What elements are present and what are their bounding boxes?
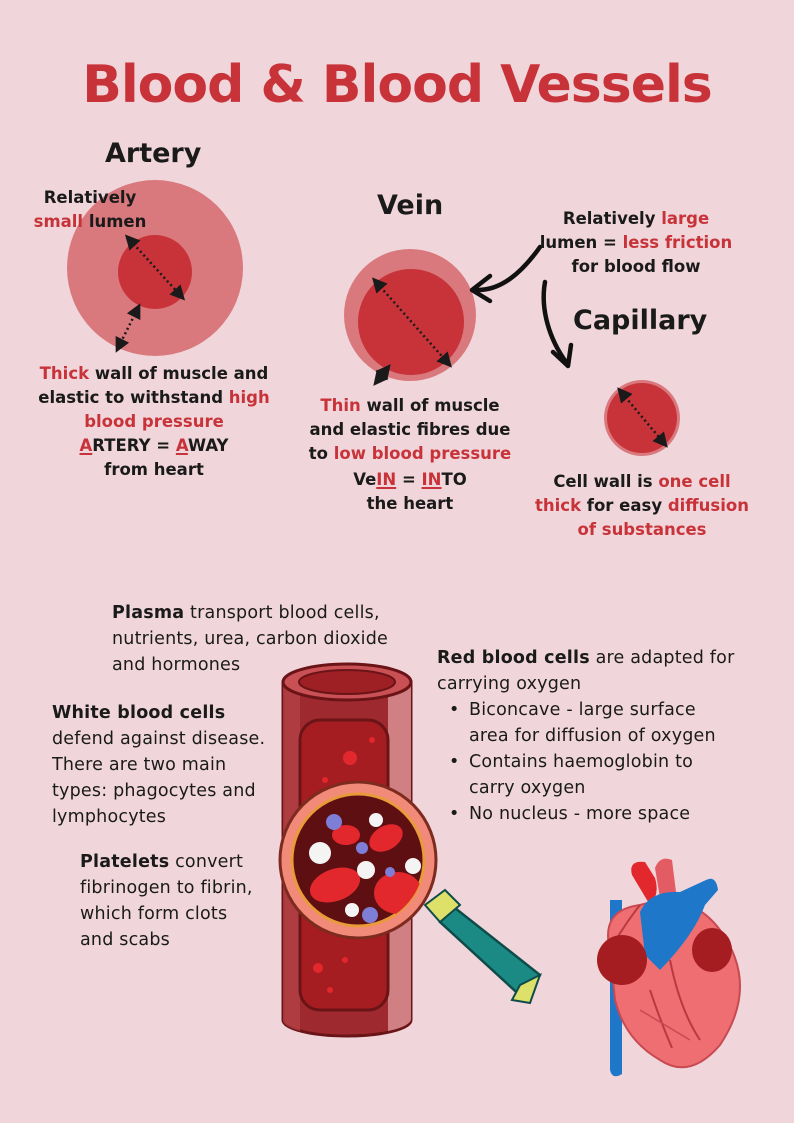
artery-lumen-line1: Relatively <box>43 188 137 207</box>
plasma-line2: nutrients, urea, carbon dioxide <box>112 629 389 649</box>
vein-less-friction: less friction <box>622 233 733 252</box>
vein-mnemonic-in2: IN <box>421 470 442 489</box>
capillary-text1: Cell wall is <box>553 472 659 491</box>
red-cells-term: Red blood cells <box>437 648 590 668</box>
artery-wall-label: Thick wall of muscle and elastic to with… <box>20 362 288 482</box>
arrow-to-capillary-head <box>550 342 574 369</box>
artery-mnemonic: ARTERY = AWAY <box>20 434 288 458</box>
magnifying-glass-icon <box>278 780 542 1005</box>
white-cells-line2: defend against disease. <box>52 729 266 749</box>
vein-low-pressure: low blood pressure <box>333 444 512 463</box>
vein-mnemonic-line2: the heart <box>366 494 454 513</box>
vein-mnemonic-a: Ve <box>353 470 377 489</box>
artery-lumen <box>118 235 192 309</box>
white-cells-term: White blood cells <box>52 703 226 723</box>
capillary-substances: of substances <box>577 520 707 539</box>
artery-blood-pressure: blood pressure <box>84 412 224 431</box>
plasma-term: Plasma <box>112 603 185 623</box>
vein-lumen-label: Relatively large lumen = less friction f… <box>530 207 742 279</box>
artery-thick: Thick <box>39 364 90 383</box>
plasma-text: Plasma transport blood cells, nutrients,… <box>112 600 422 678</box>
page-title: Blood & Blood Vessels <box>82 55 713 115</box>
capillary-label: Cell wall is one cell thick for easy dif… <box>527 470 757 542</box>
artery-wall-text2: elastic to withstand <box>38 388 229 407</box>
white-cells-line5: lymphocytes <box>52 807 167 827</box>
artery-mnemonic-a2: A <box>175 436 188 455</box>
artery-mnemonic-rest2: WAY <box>187 436 229 455</box>
vein-wall-arrow <box>373 364 391 386</box>
red-cells-bullet: Contains haemoglobin to carry oxygen <box>449 749 777 801</box>
vein-wall-text1: wall of muscle <box>360 396 500 415</box>
plasma-line3: and hormones <box>112 655 241 675</box>
artery-lumen-arrow <box>124 234 186 301</box>
vein-wall-label: Thin wall of muscle and elastic fibres d… <box>292 394 528 516</box>
vein-lumen-text2: lumen = <box>539 233 623 252</box>
red-cells-bullets: Biconcave - large surface area for diffus… <box>437 697 777 827</box>
artery-heading: Artery <box>105 138 202 169</box>
vein-mnemonic-eq: = <box>396 470 422 489</box>
vein-mnemonic-to: TO <box>441 470 467 489</box>
platelets-line2: fibrinogen to fibrin, <box>80 878 253 898</box>
white-cells-text: White blood cells defend against disease… <box>52 700 292 830</box>
white-cells-line4: types: phagocytes and <box>52 781 256 801</box>
heart-icon <box>597 858 741 1077</box>
vein-diagram <box>344 249 476 386</box>
red-cells-line2: carrying oxygen <box>437 674 582 694</box>
platelets-line1: convert <box>169 852 244 872</box>
artery-wall-text1: wall of muscle and <box>89 364 269 383</box>
vein-mnemonic: VeIN = INTO <box>292 468 528 492</box>
platelets-line3: which form clots <box>80 904 228 924</box>
arrow-to-vein-head <box>469 273 493 304</box>
vein-lumen-text3: for blood flow <box>571 257 701 276</box>
white-cells-line3: There are two main <box>52 755 227 775</box>
red-cells-text: Red blood cells are adapted for carrying… <box>437 645 777 827</box>
red-cells-line1: are adapted for <box>589 648 735 668</box>
capillary-thick: thick <box>535 496 582 515</box>
red-cells-bullet: No nucleus - more space <box>449 801 777 827</box>
bullet-line: Contains haemoglobin to <box>469 752 694 772</box>
bullet-line: area for diffusion of oxygen <box>469 726 716 746</box>
artery-lumen-label: Relatively small lumen <box>25 186 155 234</box>
plasma-line1: transport blood cells, <box>184 603 380 623</box>
vein-thin: Thin <box>320 396 361 415</box>
artery-lumen-line2: small lumen <box>25 210 155 234</box>
vein-heading: Vein <box>377 190 444 221</box>
artery-high: high <box>228 388 270 407</box>
capillary-lumen <box>607 383 677 453</box>
vein-large: large <box>661 209 710 228</box>
vein-wall-text2: and elastic fibres due <box>309 420 511 439</box>
platelets-term: Platelets <box>80 852 170 872</box>
vein-lumen-text1: Relatively <box>562 209 662 228</box>
capillary-text2: for easy <box>581 496 668 515</box>
artery-mnemonic-a1: A <box>79 436 93 455</box>
capillary-arrow <box>617 387 668 448</box>
capillary-heading: Capillary <box>573 305 708 336</box>
bullet-line: No nucleus - more space <box>469 804 691 824</box>
platelets-text: Platelets convert fibrinogen to fibrin, … <box>80 849 280 953</box>
capillary-diagram <box>604 380 680 456</box>
red-cells-bullet: Biconcave - large surface area for diffus… <box>449 697 777 749</box>
vein-mnemonic-in1: IN <box>376 470 397 489</box>
artery-mnemonic-line2: from heart <box>104 460 204 479</box>
artery-lumen-small: small <box>33 212 84 231</box>
artery-diagram <box>67 180 243 356</box>
bullet-line: Biconcave - large surface <box>469 700 696 720</box>
vein-wall-text3: to <box>308 444 334 463</box>
artery-lumen-rest: lumen <box>83 212 147 231</box>
capillary-diffusion: diffusion <box>667 496 749 515</box>
artery-wall-arrow <box>115 303 141 353</box>
artery-mnemonic-rest1: RTERY = <box>92 436 176 455</box>
arrow-to-capillary-icon <box>541 279 569 365</box>
bullet-line: carry oxygen <box>469 778 586 798</box>
arrow-to-vein-icon <box>475 244 543 293</box>
platelets-line4: and scabs <box>80 930 170 950</box>
capillary-one-cell: one cell <box>658 472 731 491</box>
